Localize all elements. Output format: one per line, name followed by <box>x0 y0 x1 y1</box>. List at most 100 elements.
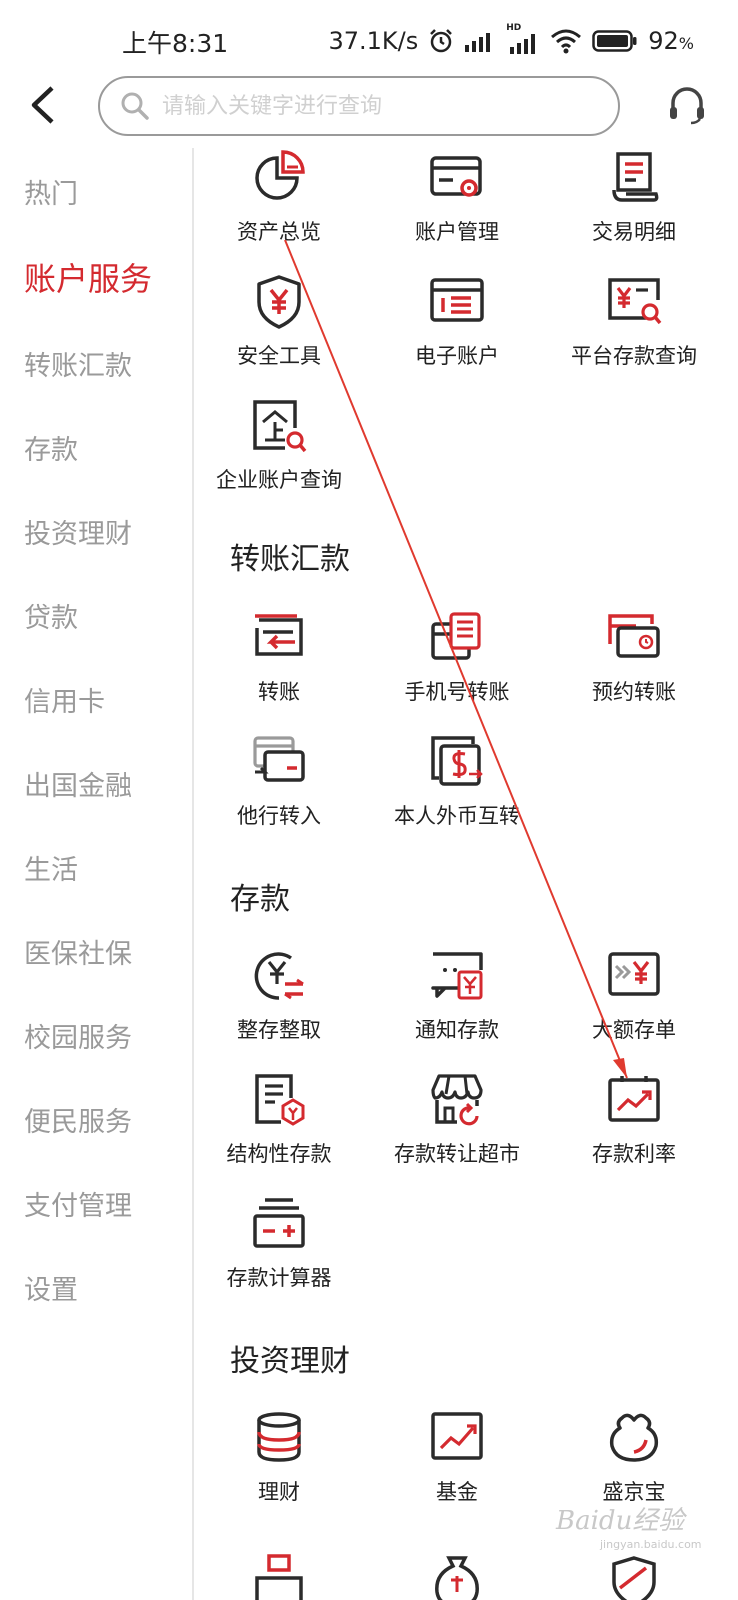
service-grid: 资产总览 账户管理 交易明细 <box>196 148 738 1600</box>
yuan-cycle-icon <box>251 948 307 1004</box>
sidebar-item-settings[interactable]: 设置 <box>24 1275 78 1306</box>
tile-e-account[interactable]: 电子账户 <box>367 274 547 384</box>
tile-label: 平台存款查询 <box>571 344 697 368</box>
section-title-investment: 投资理财 <box>230 1344 350 1379</box>
tile-label: 整存整取 <box>237 1018 321 1042</box>
fund-chart-icon <box>429 1410 485 1466</box>
tile-label: 账户管理 <box>415 220 499 244</box>
tile-deposit-calculator[interactable]: 存款计算器 <box>196 1196 369 1306</box>
tile-enterprise-account-query[interactable]: 企业账户查询 <box>196 398 369 508</box>
calculator-icon <box>251 1196 307 1252</box>
tile-label: 资产总览 <box>237 220 321 244</box>
money-bag-icon <box>429 1552 485 1600</box>
tile-transfer[interactable]: 转账 <box>196 610 369 720</box>
tile-platform-deposit-query[interactable]: 平台存款查询 <box>544 274 724 384</box>
message-yuan-icon <box>429 948 485 1004</box>
tile-large-cd[interactable]: 大额存单 <box>544 948 724 1058</box>
tile-label: 理财 <box>258 1480 300 1504</box>
tile-phone-transfer[interactable]: 手机号转账 <box>367 610 547 720</box>
phone-transfer-icon <box>429 610 485 666</box>
tile-label: 手机号转账 <box>404 680 510 704</box>
sidebar-item-hot[interactable]: 热门 <box>24 179 78 210</box>
tile-shengjing-bao[interactable]: 盛京宝 <box>544 1410 724 1520</box>
sidebar-item-investment[interactable]: 投资理财 <box>24 519 132 550</box>
search-input[interactable] <box>162 93 602 119</box>
category-sidebar: 热门 账户服务 转账汇款 存款 投资理财 贷款 信用卡 出国金融 生活 医保社保… <box>0 148 194 1600</box>
battery-icon <box>592 30 637 52</box>
large-cd-icon <box>606 948 662 1004</box>
sidebar-item-convenience[interactable]: 便民服务 <box>24 1107 132 1138</box>
back-button[interactable] <box>18 78 68 132</box>
sidebar-item-social-insurance[interactable]: 医保社保 <box>24 939 132 970</box>
sidebar-item-overseas-finance[interactable]: 出国金融 <box>24 771 132 802</box>
tile-structured-deposit[interactable]: 结构性存款 <box>196 1072 369 1182</box>
treasure-bag-icon <box>606 1410 662 1466</box>
interbank-card-icon <box>251 734 307 790</box>
battery-level: 92% <box>648 27 694 55</box>
tile-partial-money-bag[interactable] <box>367 1552 547 1600</box>
tile-deposit-rate[interactable]: 存款利率 <box>544 1072 724 1182</box>
tile-label: 企业账户查询 <box>216 468 342 492</box>
tile-label: 电子账户 <box>415 344 499 368</box>
tile-label: 转账 <box>258 680 300 704</box>
tile-security-tools[interactable]: 安全工具 <box>196 274 369 384</box>
sidebar-item-payment[interactable]: 支付管理 <box>24 1191 132 1222</box>
watermark-logo: Baidu经验 <box>556 1506 685 1536</box>
status-bar: 上午8:31 37.1K/s HD <box>0 0 738 84</box>
receipt-icon <box>606 150 662 206</box>
transfer-card-icon <box>251 610 307 666</box>
shield-icon <box>606 1552 662 1600</box>
sidebar-item-credit-card[interactable]: 信用卡 <box>24 687 105 718</box>
tile-account-management[interactable]: 账户管理 <box>367 150 547 260</box>
customer-service-button[interactable] <box>662 80 712 130</box>
tile-fund[interactable]: 基金 <box>367 1410 547 1520</box>
watermark-site: jingyan.baidu.com <box>600 1538 702 1551</box>
tile-transaction-details[interactable]: 交易明细 <box>544 150 724 260</box>
headset-icon <box>670 87 704 125</box>
pie-chart-icon <box>251 150 307 206</box>
card-settings-icon <box>429 150 485 206</box>
tile-label: 本人外币互转 <box>394 804 520 828</box>
tile-fixed-deposit[interactable]: 整存整取 <box>196 948 369 1058</box>
tile-label: 他行转入 <box>237 804 321 828</box>
alarm-icon <box>430 29 453 53</box>
tile-notice-deposit[interactable]: 通知存款 <box>367 948 547 1058</box>
sidebar-item-loan[interactable]: 贷款 <box>24 603 78 634</box>
status-indicators: 37.1K/s HD <box>328 23 694 58</box>
sidebar-item-campus[interactable]: 校园服务 <box>24 1023 132 1054</box>
tile-scheduled-transfer[interactable]: 预约转账 <box>544 610 724 720</box>
store-icon <box>429 1072 485 1128</box>
tile-label: 存款计算器 <box>226 1266 332 1290</box>
sidebar-item-deposit[interactable]: 存款 <box>24 435 78 466</box>
signal-icon <box>465 33 491 52</box>
section-title-transfer: 转账汇款 <box>230 542 350 577</box>
tile-asset-overview[interactable]: 资产总览 <box>196 150 369 260</box>
sidebar-item-transfer[interactable]: 转账汇款 <box>24 351 132 382</box>
shield-yuan-icon <box>251 274 307 330</box>
tile-label: 结构性存款 <box>226 1142 332 1166</box>
tile-deposit-transfer-market[interactable]: 存款转让超市 <box>367 1072 547 1182</box>
tile-partial-building[interactable] <box>196 1552 369 1600</box>
tile-label: 大额存单 <box>592 1018 676 1042</box>
scheduled-card-icon <box>606 610 662 666</box>
coin-stack-icon <box>251 1410 307 1466</box>
status-time: 上午8:31 <box>122 29 229 58</box>
sidebar-item-account-services[interactable]: 账户服务 <box>24 260 153 298</box>
chevron-left-icon <box>31 86 54 124</box>
tile-own-fx-exchange[interactable]: 本人外币互转 <box>367 734 547 844</box>
tile-partial-shield[interactable] <box>544 1552 724 1600</box>
section-title-deposit: 存款 <box>230 882 290 917</box>
enterprise-search-icon <box>251 398 307 454</box>
search-icon <box>121 92 149 120</box>
sidebar-item-life[interactable]: 生活 <box>24 855 78 886</box>
tile-wealth-management[interactable]: 理财 <box>196 1410 369 1520</box>
building-icon <box>251 1552 307 1600</box>
tile-label: 基金 <box>436 1480 478 1504</box>
search-box[interactable] <box>98 76 620 136</box>
yuan-search-icon <box>606 274 662 330</box>
hd-label: HD <box>506 23 522 33</box>
tile-interbank-transfer-in[interactable]: 他行转入 <box>196 734 369 844</box>
tile-label: 存款利率 <box>592 1142 676 1166</box>
tile-label: 预约转账 <box>592 680 676 704</box>
tile-label: 通知存款 <box>415 1018 499 1042</box>
